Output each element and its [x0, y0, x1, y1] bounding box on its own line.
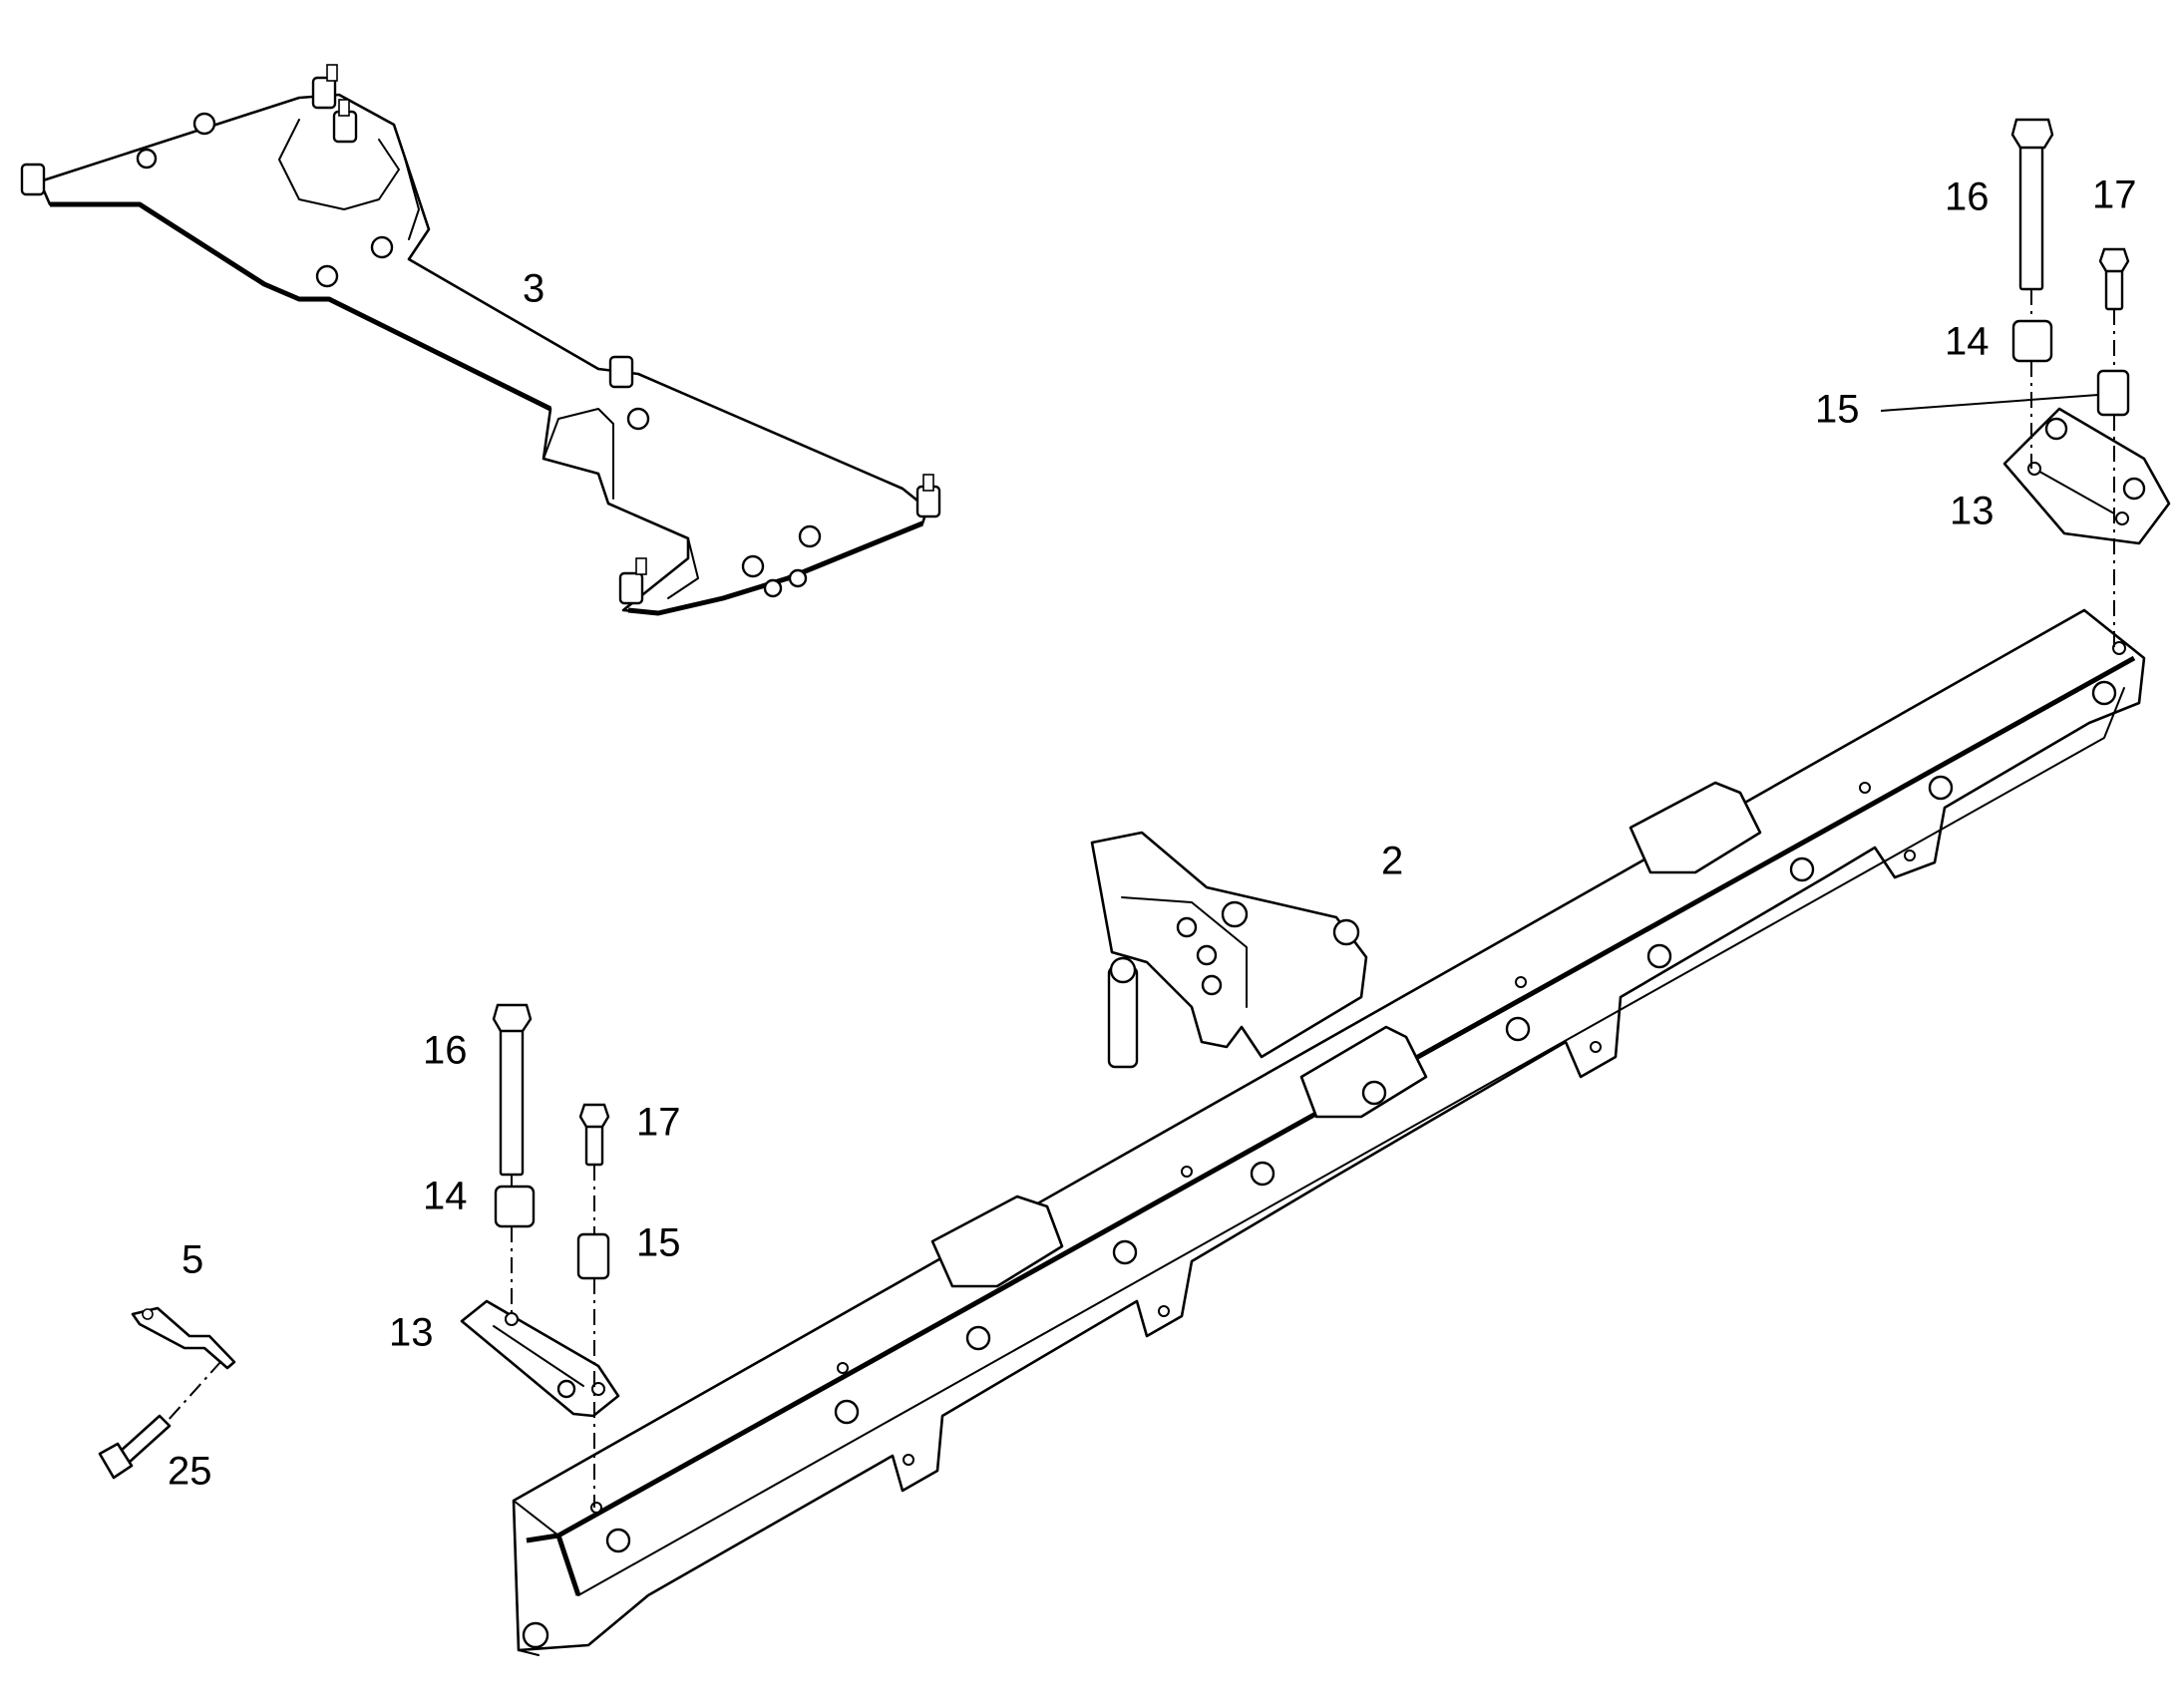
small-bracket [131, 1306, 236, 1370]
assembly-centerlines [167, 289, 2115, 1508]
callout-5: 5 [182, 1238, 203, 1282]
upper-mounting-frame [20, 64, 941, 616]
callout-15-left: 15 [636, 1221, 681, 1265]
frame-standoffs [20, 64, 941, 605]
callout-25: 25 [168, 1450, 212, 1494]
rail-holes [590, 641, 2126, 1514]
callout-labels: 3 2 16 17 14 15 13 16 17 14 15 13 5 25 [168, 173, 2137, 1494]
callout-17-right: 17 [2092, 173, 2137, 217]
callout-13-left: 13 [389, 1311, 434, 1355]
rail-nuts [522, 680, 2117, 1649]
callout-15-right: 15 [1815, 388, 1860, 432]
callout-16-left: 16 [423, 1029, 468, 1073]
frame-nuts [136, 112, 822, 598]
callout-3: 3 [523, 267, 545, 311]
callout-13-right: 13 [1950, 490, 1995, 533]
callout-17-left: 17 [636, 1101, 681, 1145]
callout-14-right: 14 [1945, 320, 1990, 364]
callout-2: 2 [1381, 840, 1403, 883]
callout-14-left: 14 [423, 1175, 468, 1218]
leader-15-right [1880, 394, 2099, 412]
right-hardware-stack [2002, 118, 2171, 545]
hex-bolt-25 [98, 1414, 172, 1480]
callout-16-right: 16 [1945, 175, 1990, 219]
main-rail [512, 608, 2146, 1656]
